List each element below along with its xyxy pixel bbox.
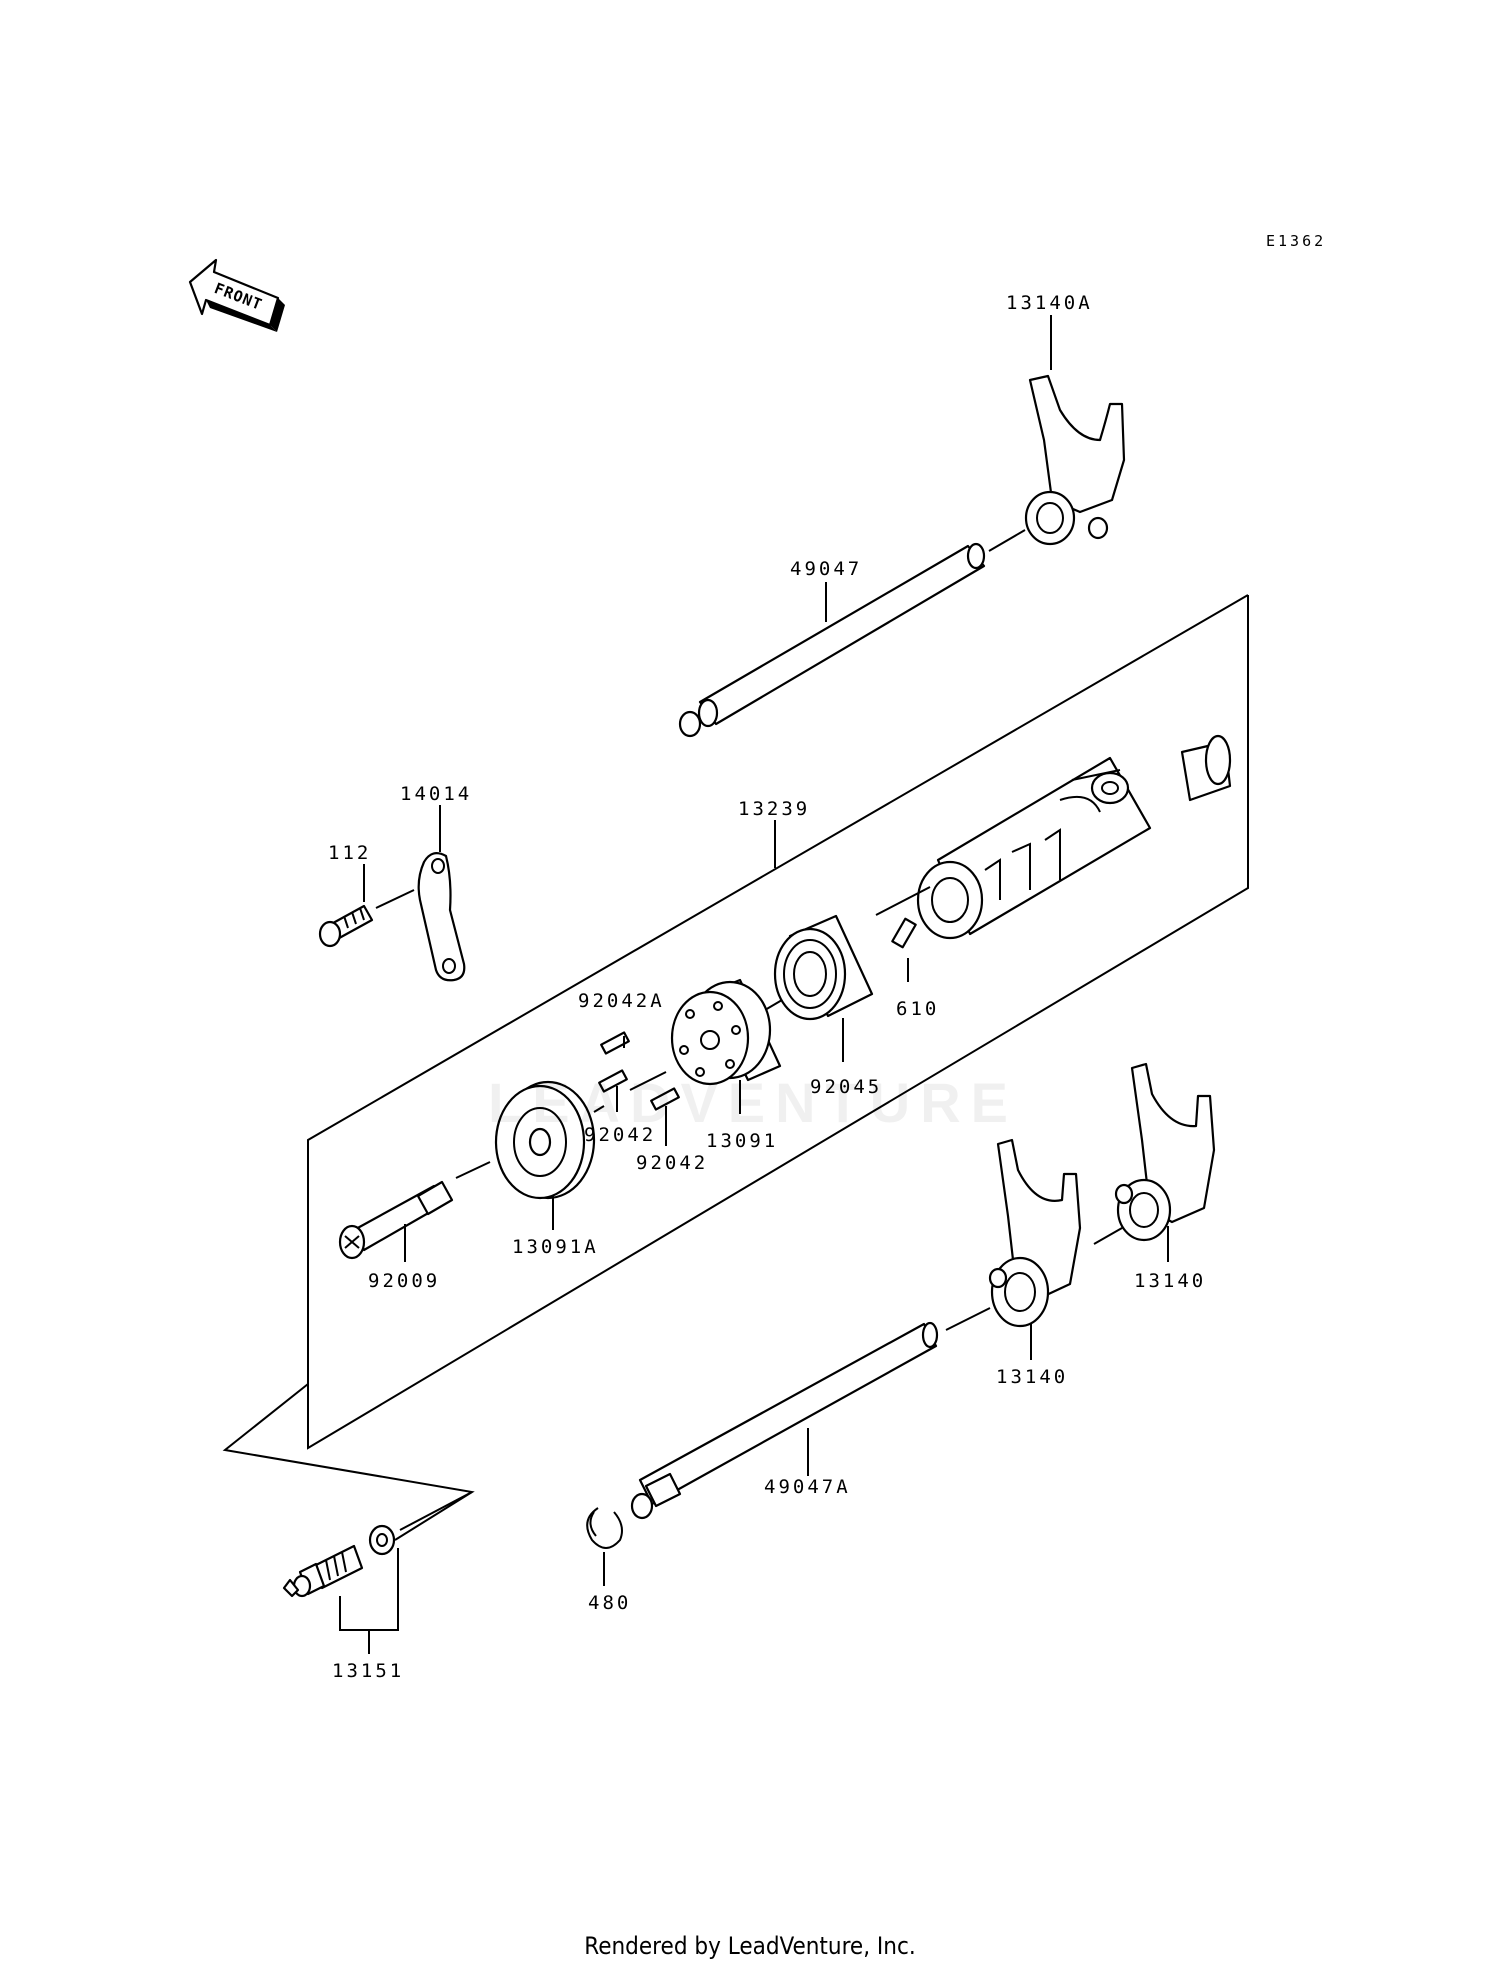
shift-fork-13140-right [1093,1062,1216,1245]
callout-92009: 92009 [368,1270,441,1292]
front-arrow-icon: FRONT [188,258,285,332]
plate-14014 [417,851,466,982]
bolt-112 [318,889,415,948]
plate-13091A [455,1080,596,1200]
watermark: LEADVENTURE [488,1071,1019,1134]
callout-13140-left: 13140 [996,1366,1069,1388]
pins-92042 [593,1031,680,1113]
callout-610: 610 [896,998,940,1020]
shift-rod-49047 [678,529,1026,738]
callout-92042A: 92042A [578,990,665,1012]
diagram-code: E1362 [1266,232,1327,250]
screw-92009 [338,1180,454,1260]
callout-13239: 13239 [738,798,811,820]
callout-14014: 14014 [400,783,473,805]
callout-92042-a: 92042 [584,1124,657,1146]
callout-13091: 13091 [706,1130,779,1152]
shift-fork-13140A [1024,374,1126,546]
bearing-92045 [764,914,874,1021]
shift-rod-49047A [630,1307,991,1520]
callout-92045: 92045 [810,1076,883,1098]
assembly-frame [307,594,1249,1450]
leader-13151-group [222,1383,475,1541]
pin-610 [875,886,931,949]
callout-49047: 49047 [790,558,863,580]
callout-112: 112 [328,842,372,864]
shift-drum-13239 [916,734,1232,940]
leader-lines [339,315,1169,1654]
callout-480: 480 [588,1592,632,1614]
callout-92042-b: 92042 [636,1152,709,1174]
snap-ring-480 [586,1507,623,1549]
callout-49047A: 49047A [764,1476,851,1498]
callout-13091A: 13091A [512,1236,599,1258]
callout-13140-right: 13140 [1134,1270,1207,1292]
drum-cam-13091 [670,978,782,1086]
callout-13140A: 13140A [1006,292,1093,314]
callout-13151: 13151 [332,1660,405,1682]
neutral-switch-13151 [282,1491,473,1598]
footer-credit: Rendered by LeadVenture, Inc. [584,1932,916,1960]
shift-fork-13140-left [988,1138,1082,1328]
